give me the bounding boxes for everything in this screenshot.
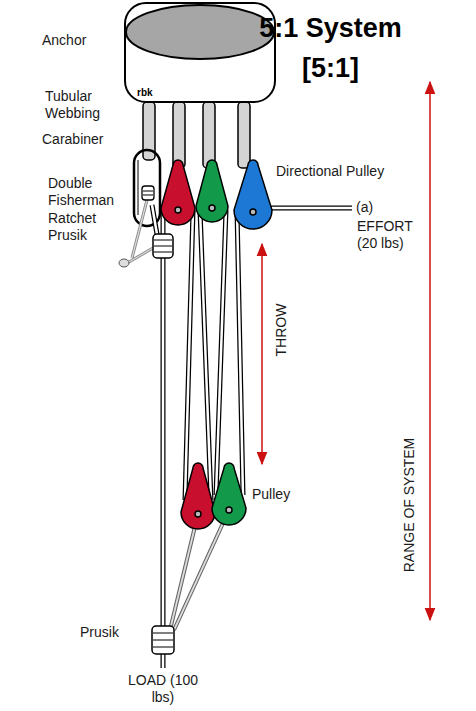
title: 5:1 System [5:1] (248, 8, 413, 88)
anchor-mark: rbk (137, 87, 153, 99)
dimension-label: RANGE OF SYSTEM (401, 436, 418, 575)
part-label: Ratchet Prusik (48, 210, 120, 244)
pulley (161, 160, 228, 225)
anchor-box: rbk (124, 2, 276, 103)
throw-arrow (261, 244, 263, 464)
part-label: Anchor (42, 32, 86, 49)
range-arrow (429, 82, 431, 620)
callout-letter: (a) (356, 199, 373, 216)
part-label: Tubular Webbing (45, 88, 117, 122)
pulley (181, 463, 246, 529)
dimension-label: THROW (273, 302, 290, 359)
part-label: Pulley (252, 486, 290, 503)
force-label: EFFORT (20 lbs) (357, 218, 429, 252)
prusik-knot (152, 626, 174, 654)
part-label: Prusik (80, 624, 119, 641)
force-label: LOAD (100 lbs) (118, 672, 208, 706)
ratchet-prusik (153, 234, 173, 258)
directional-pulley (234, 160, 272, 229)
part-label: Carabiner (42, 131, 103, 148)
rope (152, 205, 352, 668)
part-label: Double Fisherman (48, 175, 128, 209)
part-label: Directional Pulley (276, 163, 384, 180)
anchor-rock (126, 5, 274, 59)
